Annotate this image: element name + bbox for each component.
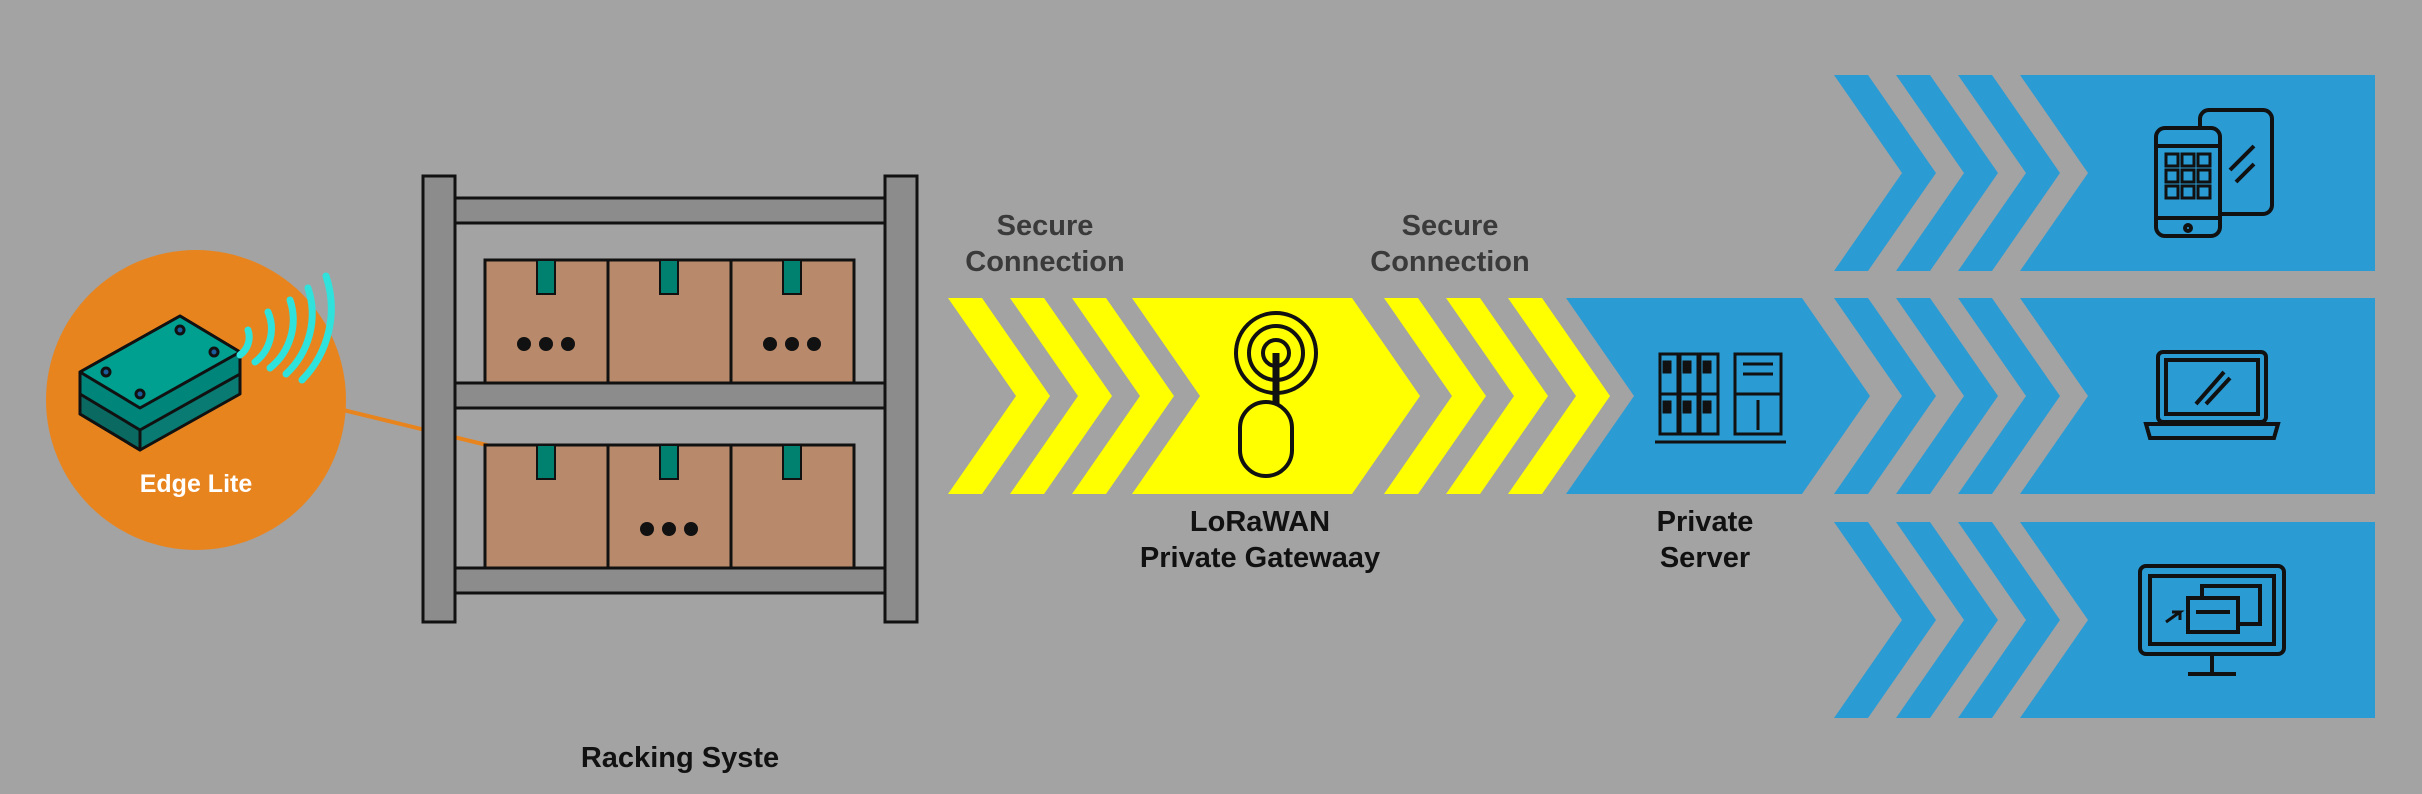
server-rack-icon	[1655, 352, 1786, 444]
chevron-strip-yellow-left	[948, 298, 1174, 494]
server-line-2: Server	[1659, 542, 1751, 574]
blue-row-2-chevron	[1834, 298, 1936, 494]
yellow-right-chevron	[1508, 298, 1610, 494]
mobile-devices-icon	[2154, 108, 2274, 238]
box-dot	[763, 337, 777, 351]
box-tab	[536, 444, 556, 480]
blue-row-1-chevron	[1958, 75, 2060, 271]
racking-system	[421, 174, 919, 624]
yellow-right-chevron	[1446, 298, 1548, 494]
box-dot	[561, 337, 575, 351]
chevron-strip-yellow-right	[1384, 298, 1610, 494]
edge-device-group	[46, 250, 346, 550]
server-line-1: Private	[1656, 506, 1754, 538]
secure-connection-2-line-2: Connection	[1370, 246, 1530, 278]
secure-connection-label-1: Secure Connection	[940, 208, 1150, 280]
racking-system-label: Racking Syste	[580, 742, 780, 774]
secure-connection-1-line-1: Secure	[996, 210, 1094, 242]
gateway-line-1: LoRaWAN	[1189, 506, 1331, 538]
desktop-monitor-icon	[2138, 564, 2286, 676]
box-dot	[517, 337, 531, 351]
gateway-label: LoRaWAN Private Gatewaay	[1110, 504, 1410, 576]
server-label: Private Server	[1605, 504, 1805, 576]
secure-connection-1-line-2: Connection	[965, 246, 1125, 278]
box-dot	[539, 337, 553, 351]
box-dot	[662, 522, 676, 536]
box-tab	[536, 259, 556, 295]
box-tab	[782, 444, 802, 480]
blue-row-1-chevron	[1896, 75, 1998, 271]
box-dot	[785, 337, 799, 351]
blue-row-3-chevron	[1958, 522, 2060, 718]
yellow-left-chevron	[1010, 298, 1112, 494]
box-dot	[640, 522, 654, 536]
blue-row-3-chevron	[1896, 522, 1998, 718]
secure-connection-label-2: Secure Connection	[1345, 208, 1555, 280]
yellow-left-chevron	[1072, 298, 1174, 494]
box-tab	[659, 259, 679, 295]
edge-device-label: Edge Lite	[139, 470, 253, 498]
blue-row-2-chevron	[1958, 298, 2060, 494]
secure-connection-2-line-1: Secure	[1401, 210, 1499, 242]
blue-row-2-chevron	[1896, 298, 1998, 494]
yellow-right-chevron	[1384, 298, 1486, 494]
yellow-left-chevron	[948, 298, 1050, 494]
blue-row-1-chevron	[1834, 75, 1936, 271]
wifi-signal-icon	[236, 272, 335, 384]
chevron-strips-blue	[1834, 75, 2060, 718]
box-dot	[684, 522, 698, 536]
box-tab	[659, 444, 679, 480]
box-dot	[807, 337, 821, 351]
box-tab	[782, 259, 802, 295]
endpoint-block-2	[2020, 298, 2375, 494]
gateway-line-2: Private Gatewaay	[1139, 542, 1381, 574]
laptop-icon	[2143, 350, 2281, 440]
shelf-boxes	[483, 258, 856, 570]
blue-row-3-chevron	[1834, 522, 1936, 718]
antenna-gateway-icon	[1234, 311, 1318, 478]
